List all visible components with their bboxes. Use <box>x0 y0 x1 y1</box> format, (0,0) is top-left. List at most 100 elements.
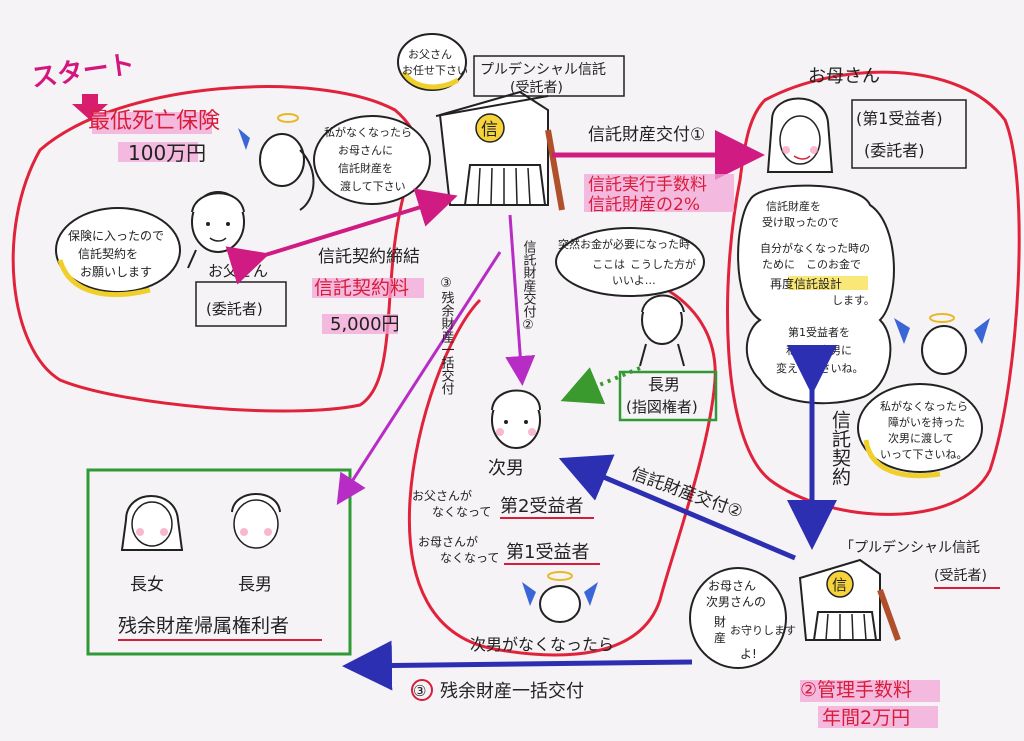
eldest-son-speech-1: 突然お金が必要になった時 <box>558 237 690 251</box>
mother-speech-9: 変えて下さいね。 <box>776 361 863 375</box>
trust-top-speech-1: お父さん <box>408 48 452 61</box>
start-arrow-icon <box>72 94 108 120</box>
eldest-son-bottom-avatar <box>231 493 281 549</box>
mother-speech-8: 私から次男に <box>786 343 852 357</box>
father-angel-speech-1: 私がなくなったら <box>324 125 412 139</box>
father-angel-avatar <box>238 113 315 211</box>
father-angel-speech-4: 渡して下さい <box>340 179 406 193</box>
trust-bottom-name: 「プルデンシャル信託 <box>840 539 980 556</box>
mother-role1: (第1受益者) <box>856 109 943 128</box>
mother-role2: (委託者) <box>864 141 925 160</box>
transfer2-down-label: 信託財産交付② <box>521 240 537 333</box>
contract-fee-label: 信託契約料 <box>314 277 409 299</box>
second-son-line1-pre2: なくなって <box>432 505 491 519</box>
trust-top-speech-bubble <box>397 33 467 91</box>
heir-daughter-name: 長女 <box>130 575 164 595</box>
trust-bottom-speech-bubble <box>689 567 787 669</box>
start-label: スタート <box>29 50 136 94</box>
management-fee-amount-highlight <box>818 706 938 728</box>
management-fee-amount: 年間2万円 <box>822 707 910 729</box>
mother-angel-avatar <box>894 313 990 375</box>
trust-bottom-speech-3: 財 <box>714 614 726 629</box>
management-fee-label: ②管理手数料 <box>800 679 912 701</box>
contract-fee-highlight <box>312 278 424 298</box>
contract-label: 信託契約締結 <box>318 247 420 267</box>
father-area-loop <box>11 85 421 413</box>
eldest-son-role: (指図権者) <box>626 398 698 416</box>
eldest-son-name: 長男 <box>648 375 680 394</box>
contract-arrow <box>225 188 458 285</box>
trust-bottom-speech-6: よ! <box>740 647 757 661</box>
mother-speech-highlight <box>788 276 868 290</box>
bottom-num: ③ <box>413 682 426 700</box>
trust-top-badge: 信 <box>481 120 498 140</box>
mother-angel-speech-2: 障がいを持った <box>888 415 965 429</box>
eldest-son-avatar <box>639 294 685 367</box>
father-speech-1: 保険に入ったので <box>68 229 164 243</box>
insurance-title: 最低死亡保険 <box>88 109 220 134</box>
father-avatar <box>187 191 249 269</box>
father-speech-bubble <box>55 207 181 293</box>
second-son-name: 次男 <box>488 458 524 479</box>
contract-fee-amount-highlight <box>322 314 398 334</box>
insurance-highlight <box>92 112 212 134</box>
bottom-residual-arrow <box>342 640 693 691</box>
trust-bottom-speech-4: 産 <box>714 630 726 645</box>
mother-speech-2: 受け取ったので <box>762 216 839 229</box>
trust-bottom-speech-5: お守りします <box>730 623 796 637</box>
indicator-arrow <box>560 366 641 405</box>
trust-top-role: (受託者) <box>510 80 563 96</box>
second-son-line1-pre: お父さんが <box>412 488 472 503</box>
transfer1-label: 信託財産交付① <box>588 125 705 145</box>
father-bubble-accent <box>57 259 151 298</box>
father-name: お父さん <box>208 262 268 280</box>
mother-angel-speech-1: 私がなくなったら <box>880 399 968 413</box>
father-role: (委託者) <box>206 300 263 318</box>
trust-top-name: プルデンシャル信託 <box>480 61 606 78</box>
management-fee-highlight <box>800 680 940 702</box>
eldest-daughter-avatar <box>120 495 184 551</box>
mother-name: お母さん <box>808 66 880 87</box>
second-son-line2-pre2: なくなって <box>440 551 499 565</box>
trust-top-speech-2: お任せ下さい <box>402 64 468 77</box>
trust-bottom-role: (受託者) <box>934 568 987 584</box>
insurance-amount-highlight <box>118 142 198 162</box>
mother-angel-speech-3: 次男に渡して <box>888 431 954 445</box>
mother-area-loop <box>726 70 1021 516</box>
contract-fee-amount: 5,000円 <box>330 314 400 335</box>
bottom-label: 残余財産一括交付 <box>440 681 584 702</box>
mother-speech-1: 信託財産を <box>766 199 821 213</box>
mother-speech-7: 第1受益者を <box>788 325 850 339</box>
heir-son-name: 長男 <box>238 575 272 595</box>
mother-speech-6: します。 <box>832 294 875 307</box>
bottom-num-circle <box>411 679 433 701</box>
mother-speech-bubble <box>737 184 895 405</box>
second-son-line1-role: 第2受益者 <box>500 496 583 517</box>
transfer1-fee-highlight <box>584 174 734 212</box>
trust-contract-label: 信託契約 <box>829 410 851 486</box>
father-speech-2: 信託契約を <box>78 246 138 261</box>
eldest-son-speech-2: ここは <box>592 258 625 271</box>
second-son-line2-role: 第1受益者 <box>506 542 589 563</box>
second-son-avatar <box>491 389 541 449</box>
residual3-arrow <box>336 251 502 506</box>
second-son-area-loop <box>407 267 717 657</box>
bottom-condition: 次男がなくなったら <box>470 635 614 654</box>
second-son-angel-avatar <box>522 571 598 623</box>
father-angel-speech-2: お母さんに <box>338 144 393 157</box>
eldest-son-speech-3: こうした方が <box>630 257 696 271</box>
mother-angel-bubble-accent <box>863 439 941 479</box>
eldest-son-label-box <box>618 370 718 422</box>
trust-bottom-speech-1: お母さん <box>708 579 756 593</box>
residual3-label: ③残余財産一括交付 <box>439 276 455 395</box>
eldest-son-speech-bubble <box>555 227 705 297</box>
father-speech-3: お願いします <box>80 265 152 279</box>
mother-role-box <box>851 99 967 169</box>
trust-bottom-speech-2: 次男さんの <box>706 595 766 609</box>
second-son-line2-pre: お母さんが <box>418 534 478 549</box>
mother-avatar <box>766 97 834 173</box>
insurance-amount: 100万円 <box>128 141 206 165</box>
trust-top-label-box <box>473 55 625 97</box>
